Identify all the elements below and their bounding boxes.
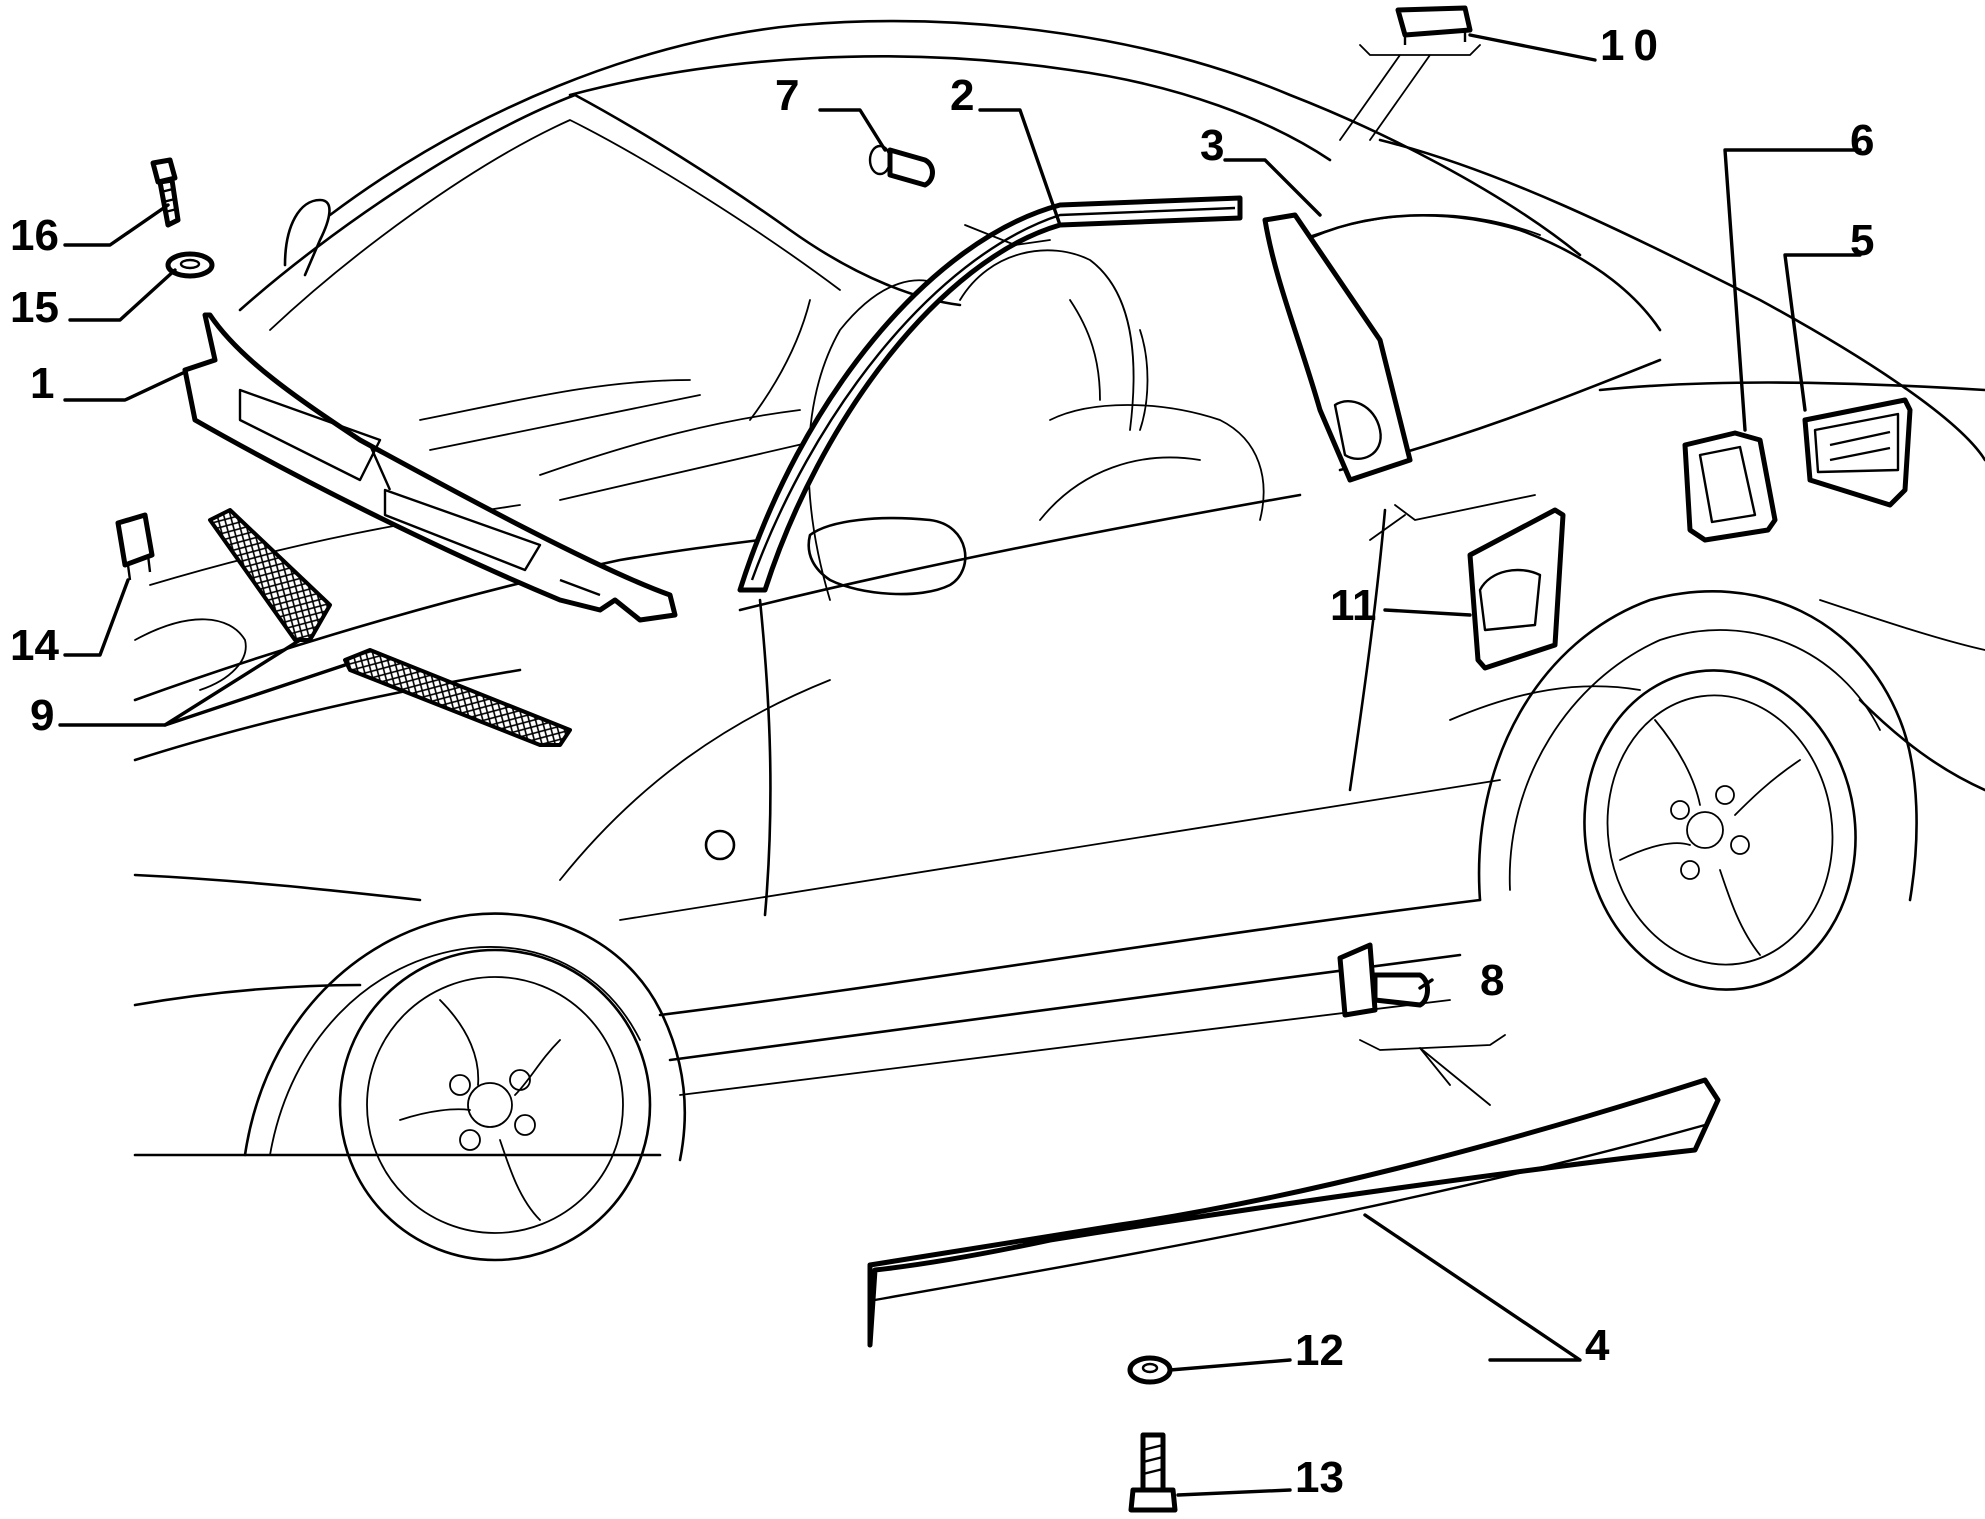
part-13-bolt (1128, 1432, 1178, 1513)
part-11-bracket (1467, 507, 1566, 671)
callout-3: 3 (1200, 121, 1224, 170)
part-6-vent-gasket (1682, 430, 1778, 543)
part-8-push-clip (1337, 942, 1430, 1018)
part-4-side-skirt (867, 1077, 1721, 1348)
callout-13: 13 (1295, 1453, 1344, 1502)
callout-5: 5 (1850, 216, 1874, 265)
callout-7: 7 (775, 71, 799, 120)
part-2-a-pillar-trim (737, 195, 1243, 593)
part-9-grille-inserts (208, 508, 572, 747)
part-7-clip (868, 144, 935, 188)
callout-labels: 1 2 3 4 5 6 7 8 9 10 11 12 13 14 15 16 (10, 21, 1874, 1502)
callout-8: 8 (1480, 956, 1504, 1005)
part-16-screw (150, 157, 181, 228)
leader-lines (58, 33, 1862, 1497)
callout-10: 10 (1600, 21, 1667, 70)
part-1-cowl-panel (182, 312, 678, 623)
callout-11: 11 (1330, 581, 1377, 630)
callout-15: 15 (10, 283, 59, 332)
callout-16: 16 (10, 211, 59, 260)
part-5-rear-vent (1802, 397, 1913, 508)
part-12-washer (1127, 1355, 1173, 1385)
callout-1: 1 (30, 359, 54, 408)
part-14-clip (115, 512, 155, 581)
callout-6: 6 (1850, 116, 1874, 165)
callout-9: 9 (30, 691, 54, 740)
part-3-b-pillar-trim (1262, 212, 1413, 483)
callout-12: 12 (1295, 1326, 1344, 1375)
callout-2: 2 (950, 71, 974, 120)
callout-14: 14 (10, 621, 59, 670)
callout-4: 4 (1585, 1321, 1610, 1370)
part-10-clip (1395, 5, 1473, 45)
part-15-washer (165, 251, 215, 279)
